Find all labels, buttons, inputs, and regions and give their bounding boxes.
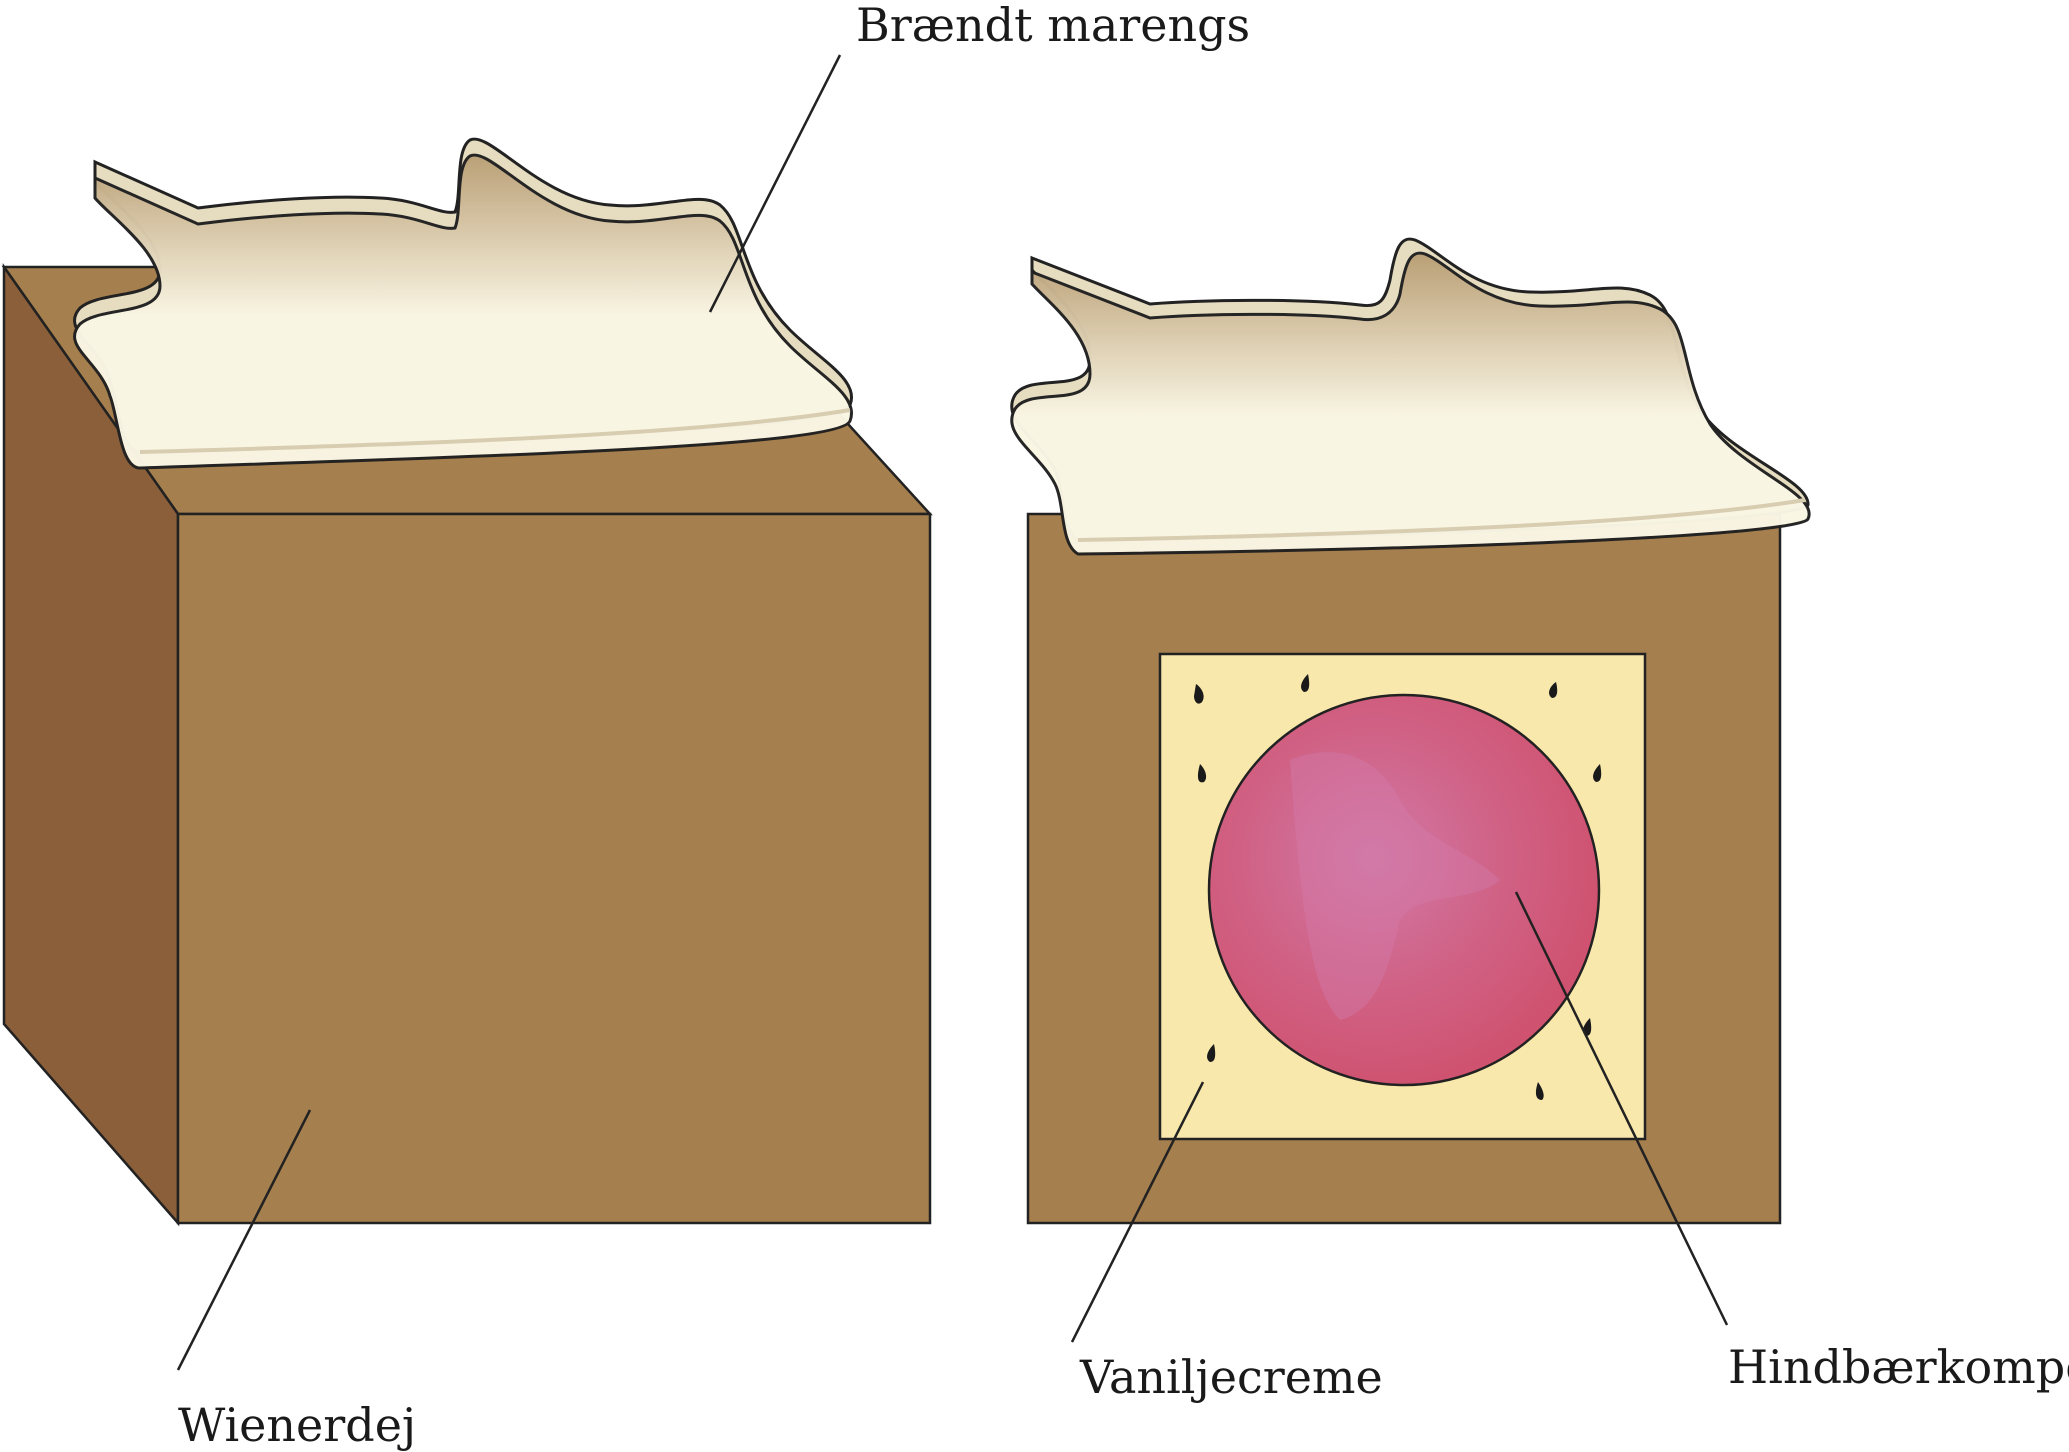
seed-icon	[1535, 1082, 1544, 1100]
label-danish-dough: Wienerdej	[178, 1398, 417, 1452]
leader-line-meringue	[708, 54, 842, 313]
raspberry-compote-circle	[1207, 693, 1601, 1087]
left-pastry	[1, 137, 933, 1227]
leader-line-dough	[176, 1109, 312, 1371]
meringue-underside	[1077, 498, 1806, 542]
leader-line-compote	[1514, 891, 1729, 1326]
seed-icon	[1194, 684, 1204, 704]
meringue-underside	[139, 408, 851, 454]
meringue-body	[73, 153, 854, 470]
seed-icon	[1593, 764, 1602, 782]
label-raspberry-compote: Hindbærkompot	[1728, 1340, 2069, 1394]
label-burnt-meringue: Brændt marengs	[856, 0, 1251, 52]
seed-icon	[1301, 674, 1310, 692]
dough-front-face	[176, 512, 932, 1225]
leader-line-cream	[1070, 1081, 1205, 1343]
compote-highlight	[1290, 752, 1500, 1020]
seed-icon	[1197, 764, 1207, 783]
seed-icon	[1549, 682, 1558, 698]
meringue-body	[1010, 251, 1811, 556]
leader-lines	[176, 54, 1729, 1371]
right-pastry-cross-section	[1010, 237, 1811, 1225]
label-vanilla-cream: Vaniljecreme	[1080, 1350, 1383, 1404]
seed-icon	[1207, 1044, 1216, 1062]
